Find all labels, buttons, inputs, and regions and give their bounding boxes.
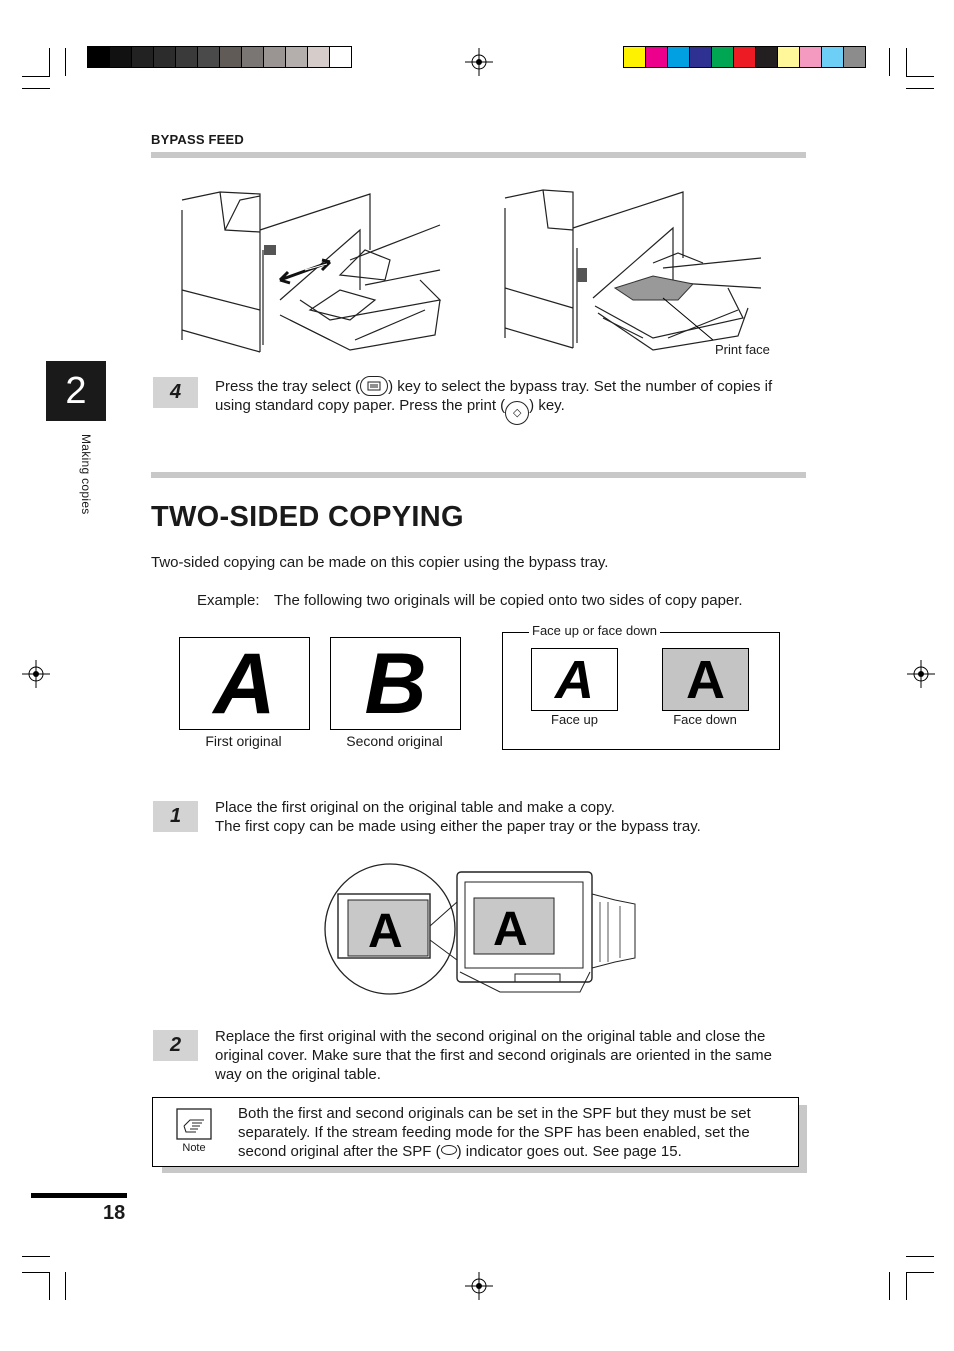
- color-swatch: [176, 47, 198, 67]
- color-swatch: [242, 47, 264, 67]
- color-swatch: [198, 47, 220, 67]
- face-up-sample: A: [531, 648, 618, 711]
- registration-target-icon: [465, 1272, 493, 1300]
- color-swatch: [330, 47, 351, 67]
- color-swatch: [778, 47, 800, 67]
- step-1-text: Place the first original on the original…: [215, 799, 701, 835]
- face-up-caption: Face up: [551, 712, 598, 727]
- print-face-illustration: [504, 189, 762, 351]
- print-face-label: Print face: [715, 342, 770, 357]
- page-number: 18: [103, 1202, 126, 1224]
- color-swatch: [712, 47, 734, 67]
- orientation-legend-title: Face up or face down: [529, 623, 661, 638]
- color-swatch: [844, 47, 865, 67]
- color-swatch: [668, 47, 690, 67]
- face-down-caption: Face down: [673, 712, 737, 727]
- color-swatch: [110, 47, 132, 67]
- spf-indicator-icon: [440, 1145, 457, 1155]
- color-swatch: [822, 47, 844, 67]
- color-swatch: [132, 47, 154, 67]
- section-label: BYPASS FEED: [151, 132, 244, 147]
- color-swatch: [308, 47, 330, 67]
- step-2-text: Replace the first original with the seco…: [215, 1028, 772, 1083]
- step-number: 1: [153, 801, 198, 832]
- section-rule: [151, 472, 806, 478]
- example-label: Example:: [197, 592, 260, 609]
- note-hand-icon: [176, 1108, 212, 1140]
- color-swatch: [734, 47, 756, 67]
- example-text: The following two originals will be copi…: [274, 592, 743, 609]
- face-down-sample: A: [662, 648, 749, 711]
- color-swatch: [264, 47, 286, 67]
- tray-select-key-icon: [360, 376, 389, 396]
- color-swatch: [800, 47, 822, 67]
- color-swatch: [88, 47, 110, 67]
- color-swatch: [220, 47, 242, 67]
- second-original: B: [330, 637, 461, 730]
- note-text: Both the first and second originals can …: [238, 1105, 751, 1160]
- color-swatch: [690, 47, 712, 67]
- chapter-tab: 2: [46, 361, 106, 421]
- print-key-icon: ◇: [505, 401, 530, 425]
- original-letter-table: A: [493, 903, 528, 956]
- page-number-bar: [31, 1193, 127, 1198]
- color-swatch: [646, 47, 668, 67]
- grayscale-color-bar: [87, 46, 352, 68]
- step-number: 4: [153, 377, 198, 408]
- registration-target-icon: [465, 48, 493, 76]
- note-box: [152, 1097, 799, 1167]
- intro-text: Two-sided copying can be made on this co…: [151, 554, 609, 571]
- registration-target-icon: [907, 660, 935, 688]
- first-original-caption: First original: [205, 733, 282, 749]
- color-swatch: [624, 47, 646, 67]
- original-table-illustration: [324, 863, 636, 995]
- second-original-caption: Second original: [346, 733, 443, 749]
- color-swatch: [154, 47, 176, 67]
- bypass-tray-load-illustration: [181, 191, 442, 353]
- step-4-text: Press the tray select () key to select t…: [215, 376, 815, 425]
- section-rule: [151, 152, 806, 158]
- color-swatch: [756, 47, 778, 67]
- registration-target-icon: [22, 660, 50, 688]
- process-color-bar: [623, 46, 866, 68]
- original-letter-zoom: A: [368, 905, 403, 958]
- note-label: Note: [182, 1142, 206, 1154]
- step-number: 2: [153, 1030, 198, 1061]
- page-title: TWO-SIDED COPYING: [151, 501, 464, 533]
- chapter-title: Making copies: [79, 434, 93, 515]
- first-original: A: [179, 637, 310, 730]
- color-swatch: [286, 47, 308, 67]
